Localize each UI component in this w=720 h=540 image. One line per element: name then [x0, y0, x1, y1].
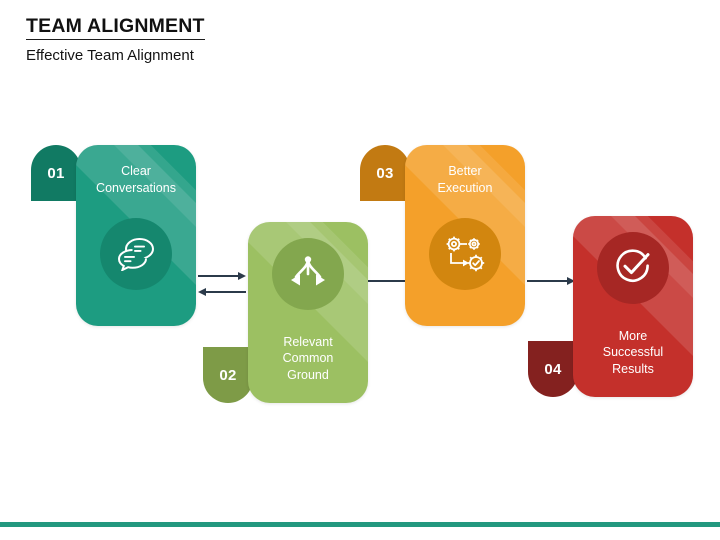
step-card-01[interactable]: 01 Clear Conversations: [31, 145, 196, 326]
check-circle-icon: [597, 232, 669, 304]
arrow-right-1-2: [198, 272, 246, 280]
step-label-wrap-01: Clear Conversations: [82, 145, 190, 196]
gears-process-icon: [429, 218, 501, 290]
page-title: TEAM ALIGNMENT: [26, 16, 205, 41]
step-label-wrap-02: Relevant Common Ground: [254, 334, 362, 384]
step-body-03[interactable]: Better Execution: [405, 145, 525, 326]
step-card-04[interactable]: 04 More Successful Results: [528, 216, 693, 397]
step-label-01: Clear Conversations: [96, 164, 176, 195]
step-number-03: 03: [376, 164, 394, 182]
chat-bubbles-icon: [100, 218, 172, 290]
step-number-tab-04: 04: [528, 341, 578, 397]
step-card-03[interactable]: 03 Better Execution: [360, 145, 525, 326]
step-body-04[interactable]: More Successful Results: [573, 216, 693, 397]
diverging-arrows-icon: [272, 238, 344, 310]
step-number-tab-01: 01: [31, 145, 81, 201]
step-number-tab-02: 02: [203, 347, 253, 403]
step-number-tab-03: 03: [360, 145, 410, 201]
connector-3-4: [527, 277, 575, 285]
arrow-right-3-4: [527, 277, 575, 285]
step-number-02: 02: [219, 366, 237, 384]
step-label-wrap-04: More Successful Results: [579, 328, 687, 378]
connector-1-2: [198, 272, 246, 296]
step-number-04: 04: [544, 360, 562, 378]
page-subtitle: Effective Team Alignment: [26, 47, 194, 65]
step-label-wrap-03: Better Execution: [411, 145, 519, 196]
step-label-04: More Successful Results: [602, 328, 664, 376]
header: TEAM ALIGNMENT Effective Team Alignment: [26, 16, 446, 65]
step-label-03: Better Execution: [437, 164, 493, 195]
step-label-02: Relevant Common Ground: [282, 334, 334, 382]
arrow-left-2-1: [198, 288, 246, 296]
footer-accent-bar: [0, 522, 720, 527]
step-body-02[interactable]: Relevant Common Ground: [248, 222, 368, 403]
step-number-01: 01: [47, 164, 65, 182]
step-card-02[interactable]: 02 Relevan: [203, 222, 368, 403]
step-body-01[interactable]: Clear Conversations: [76, 145, 196, 326]
